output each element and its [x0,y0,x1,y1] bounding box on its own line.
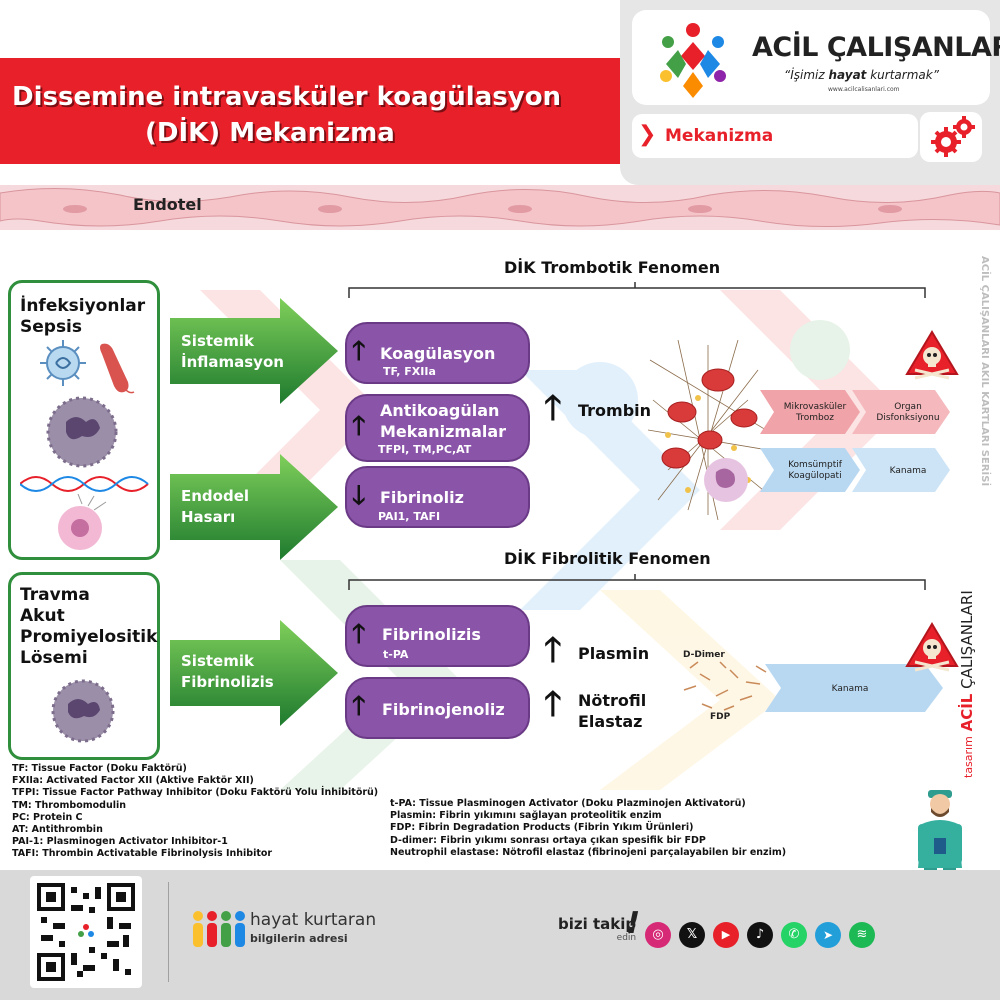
fibrinolytic-title: DİK Fibrolitik Fenomen [504,549,711,568]
arrow-up-icon: 🡑 [544,630,562,670]
series-vertical-label: ACİL ÇALIŞANLARI AKIL KARTLARI SERİSİ [979,256,990,487]
fibrinolizis-title: Fibrinolizis [382,625,481,644]
whatsapp-icon[interactable]: ✆ [781,922,807,948]
arrow-up-icon: 🡑 [352,619,366,649]
x-icon[interactable]: 𝕏 [679,922,705,948]
endothelium-label: Endotel [133,195,202,214]
telegram-icon[interactable]: ➤ [815,922,841,948]
spotify-icon[interactable]: ≋ [849,922,875,948]
footer-bilgi-label: bilgilerin adresi [250,932,348,945]
fibrinolytic-bracket [348,574,926,590]
coagulation-sub: TF, FXIIa [383,365,436,378]
outcome-chevrons [760,390,950,492]
youtube-icon[interactable]: ▶ [713,922,739,948]
dna-icon [20,476,149,492]
brand-name: ACİL ÇALIŞANLARI [752,32,1000,63]
endothelium-cells [0,187,1000,228]
tiktok-icon[interactable]: ♪ [747,922,773,948]
people-logo-icon [193,911,245,947]
bacteria-icon [100,343,135,394]
blood-clot-illustration [648,340,768,520]
danger-skull-icon [905,622,959,672]
danger-skull-icon [905,330,959,380]
arrow-up-icon: 🡑 [352,336,366,366]
chevron-right-icon: ❯ [638,122,657,147]
virus-icon [40,340,86,386]
green-arrow-inflammation [170,298,338,404]
fibrinogenolysis-title: Fibrinojenoliz [382,700,505,719]
section-pill [632,114,918,158]
green-arrow-fibrinolysis [170,620,338,726]
brand-url: www.acilcalisanlari.com [828,86,900,93]
arrow-up-icon: 🡑 [544,684,562,724]
qr-code[interactable] [37,883,135,981]
legend-right: t-PA: Tissue Plasminogen Activator (Doku… [390,798,787,858]
coagulation-title: Koagülasyon [380,344,496,363]
page-title-line-2: (DİK) Mekanizma [145,118,395,148]
thrombotic-bracket [348,282,926,298]
instagram-icon[interactable]: ◎ [645,922,671,948]
footer-divider [168,882,169,982]
thrombin-label: Trombin [578,401,652,420]
arrow-up-icon: 🡑 [352,691,366,721]
ddimer-label: D-Dimer [683,650,725,660]
neutrophil-cell-icon [46,396,118,468]
leukemia-cell-icon [51,679,115,743]
fibrinolysis-box [345,466,530,528]
gears-icon [931,116,975,157]
plasmin-label: Plasmin [578,644,650,663]
fibrinolizis-box [345,605,530,667]
outcome-bleeding-chevron [765,664,943,712]
damaged-cell-icon [58,494,107,550]
fibrinolysis-title: Fibrinoliz [380,488,464,507]
fibrinolysis-sub: PAI1, TAFI [378,510,441,523]
anticoagulant-box [345,394,530,462]
arrow-up-icon: 🡑 [544,388,562,428]
title-band [0,58,620,164]
footer-hayat-label: hayat kurtaran [250,910,377,930]
anticoagulant-sub: TFPI, TM,PC,AT [378,443,472,456]
arrow-up-icon: 🡑 [352,411,366,441]
section-label: Mekanizma [665,126,774,146]
fibrinogenolysis-box [345,677,530,739]
green-arrow-endothelial [170,454,338,560]
fdp-label: FDP [710,712,731,722]
outcome-bleeding-1: Kanama [889,466,927,476]
fibrinolizis-sub: t-PA [383,648,409,661]
thrombotic-title: DİK Trombotik Fenomen [504,258,721,277]
fibrin-fragments-illustration [683,661,767,711]
follow-label: bizi takip edin [558,915,637,943]
brand-logo [660,23,726,98]
brand-slogan: “İşimiz hayat kurtarmak” [784,68,939,82]
legend-left: TF: Tissue Factor (Doku Faktörü)FXIIa: A… [12,763,379,860]
page-title-line-1: Dissemine intravasküler koagülasyon [12,82,562,112]
arrow-down-icon: 🡓 [352,481,366,511]
coagulation-box [345,322,530,384]
design-credit-vertical: tasarım ACİL ÇALIŞANLARI [958,590,976,778]
outcome-bleeding-2: Kanama [831,684,869,694]
